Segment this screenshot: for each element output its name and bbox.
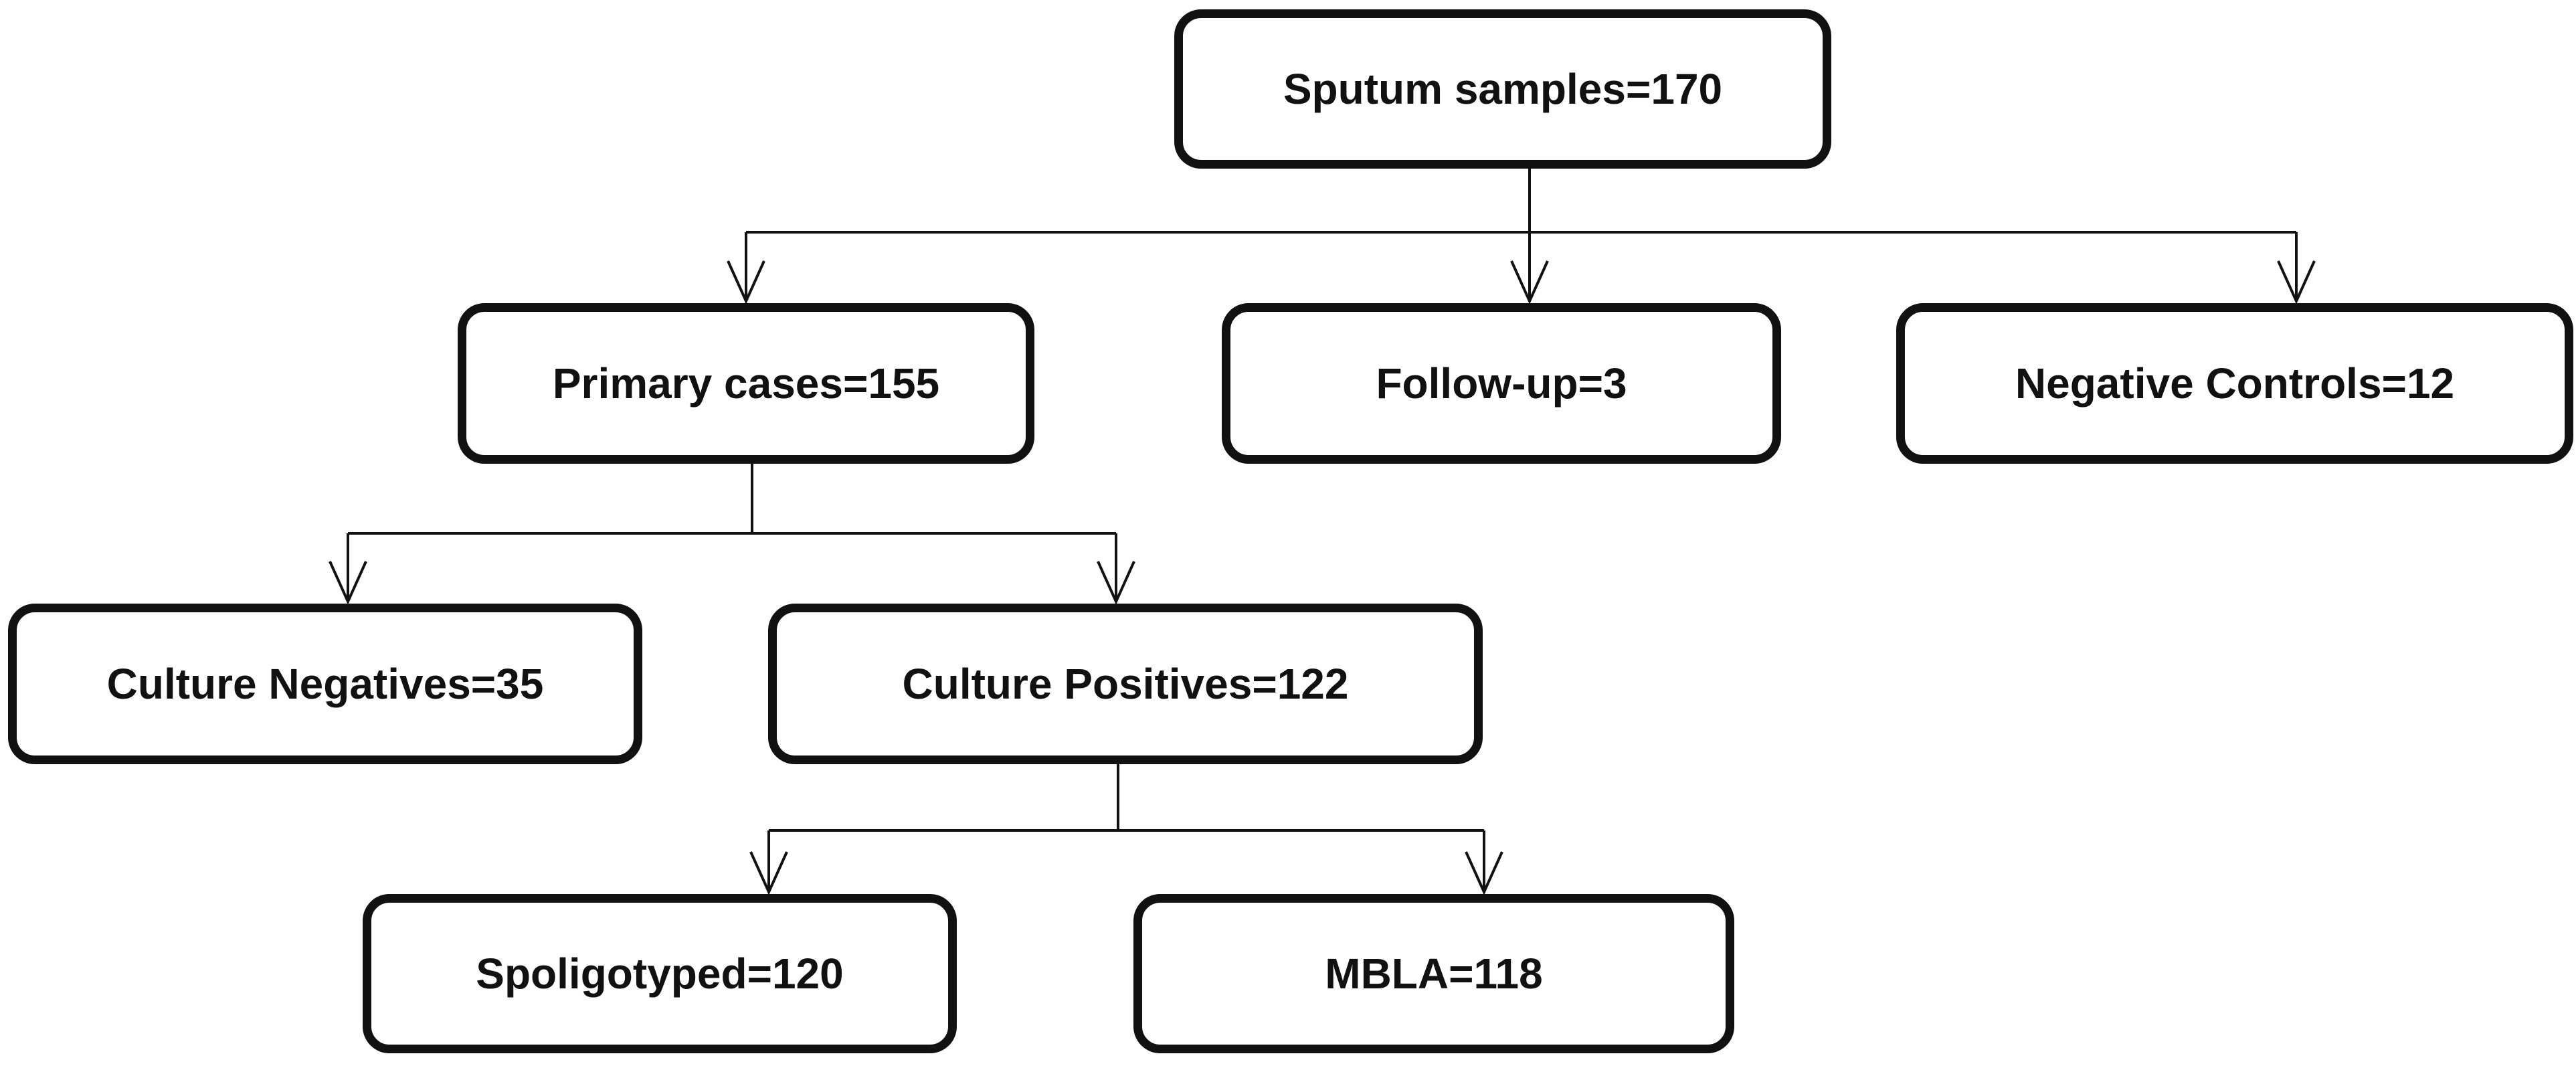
node-sputum-samples: Sputum samples=170: [1174, 9, 1831, 169]
node-label-primary-cases: Primary cases=155: [552, 359, 940, 408]
node-culture-positives: Culture Positives=122: [768, 604, 1483, 764]
node-label-culture-positives: Culture Positives=122: [902, 660, 1349, 708]
node-label-culture-negatives: Culture Negatives=35: [106, 660, 544, 708]
arrowhead-followup: [1510, 260, 1549, 304]
node-label-sputum-samples: Sputum samples=170: [1283, 65, 1723, 113]
arrowhead-negctrl: [2277, 260, 2316, 304]
arrowhead-primary: [727, 260, 765, 304]
node-follow-up: Follow-up=3: [1222, 303, 1781, 464]
node-label-follow-up: Follow-up=3: [1376, 359, 1627, 408]
node-label-spoligotyped: Spoligotyped=120: [476, 950, 844, 998]
node-culture-negatives: Culture Negatives=35: [8, 604, 642, 764]
node-negative-controls: Negative Controls=12: [1896, 303, 2573, 464]
node-spoligotyped: Spoligotyped=120: [363, 894, 957, 1053]
arrowhead-mbla: [1465, 851, 1503, 895]
node-label-negative-controls: Negative Controls=12: [2015, 359, 2455, 408]
arrowhead-spoligo: [749, 851, 788, 895]
node-label-mbla: MBLA=118: [1325, 950, 1543, 998]
arrowhead-culneg: [329, 561, 367, 605]
node-mbla: MBLA=118: [1133, 894, 1734, 1053]
node-primary-cases: Primary cases=155: [458, 303, 1034, 464]
arrowhead-culpos: [1097, 561, 1135, 605]
